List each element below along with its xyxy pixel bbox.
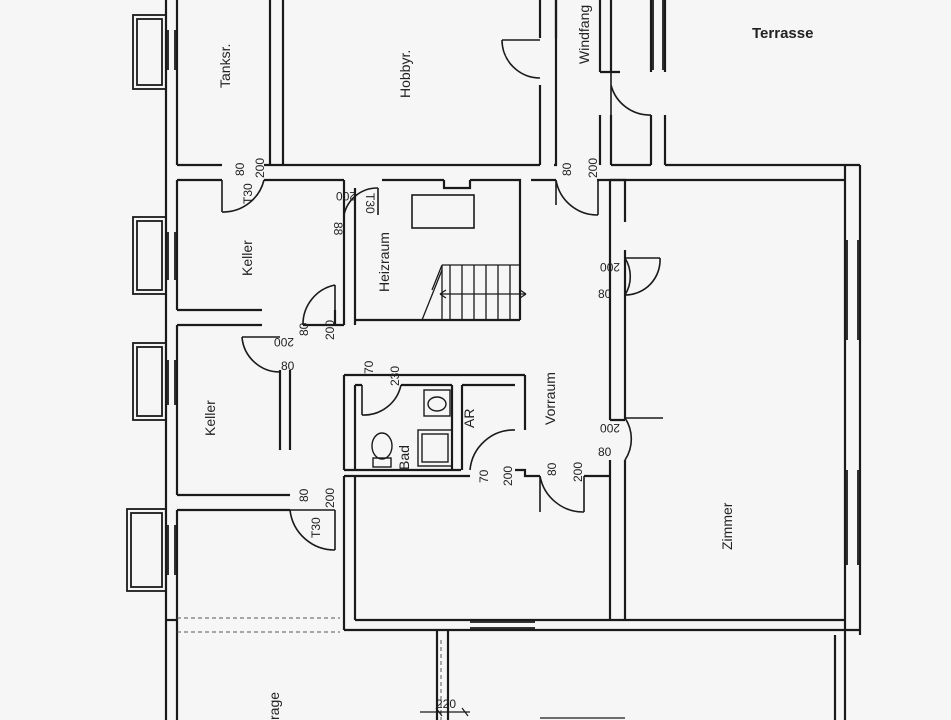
bathroom-fixtures: [371, 389, 453, 468]
dim-garage-door-width: 80: [297, 488, 311, 502]
dim-keller-width: 80: [297, 322, 311, 336]
dim-garage-door-height: 200: [323, 488, 337, 508]
room-label-heizraum: Heizraum: [376, 232, 392, 292]
dim-keller2-height: 200: [274, 335, 294, 349]
dim-heiz-fire: T30: [363, 193, 377, 214]
heizraum-tank: [411, 194, 475, 229]
room-label-garage: rage: [266, 692, 282, 720]
room-label-terrasse: Terrasse: [752, 25, 813, 42]
dimension-line: [420, 707, 625, 719]
dim-bad-width: 70: [362, 360, 376, 374]
dim-tanksr-width: 80: [233, 162, 247, 176]
room-label-windfang: Windfang: [576, 5, 592, 64]
dim-zimmer2-height: 200: [600, 421, 620, 435]
room-label-tanksr: Tanksr.: [217, 44, 233, 88]
stairs: [421, 264, 527, 321]
doors: [221, 39, 663, 551]
room-label-hobbyr: Hobbyr.: [397, 50, 413, 98]
room-label-keller-bottom: Keller: [202, 400, 218, 436]
walls: [164, 0, 862, 720]
dim-zimmer1-width: 80: [598, 287, 612, 301]
door-dimensions: 80 200 T30 88 200 T30 80 200 200 80 80 2…: [233, 158, 620, 711]
room-label-vorraum: Vorraum: [542, 372, 558, 425]
dim-keller2-width: 80: [281, 359, 295, 373]
dim-wf-width: 80: [560, 162, 574, 176]
dim-zimmer2-width: 80: [598, 445, 612, 459]
dim-vorraum-height: 200: [571, 462, 585, 482]
windows: [126, 0, 859, 629]
dim-bad-height: 230: [388, 366, 402, 386]
room-label-bad: Bad: [396, 445, 412, 470]
dim-garage-opening: 220: [436, 697, 456, 711]
room-label-zimmer: Zimmer: [719, 502, 735, 550]
dim-garage-door-fire: T30: [309, 517, 323, 538]
dim-wf-height: 200: [586, 158, 600, 178]
dim-heiz-height: 200: [336, 189, 356, 203]
dim-tanksr-fire: T30: [241, 183, 255, 204]
dim-vorraum-width: 80: [545, 462, 559, 476]
dim-keller-height: 200: [323, 320, 337, 340]
dim-heiz-width: 88: [331, 222, 345, 236]
room-label-keller-top: Keller: [239, 240, 255, 276]
dim-ar-height: 200: [501, 466, 515, 486]
dim-tanksr-height: 200: [253, 158, 267, 178]
garage-dashed-line: [177, 617, 442, 720]
room-label-ar: AR: [461, 409, 477, 428]
dim-zimmer1-height: 200: [600, 260, 620, 274]
dim-ar-width: 70: [477, 469, 491, 483]
